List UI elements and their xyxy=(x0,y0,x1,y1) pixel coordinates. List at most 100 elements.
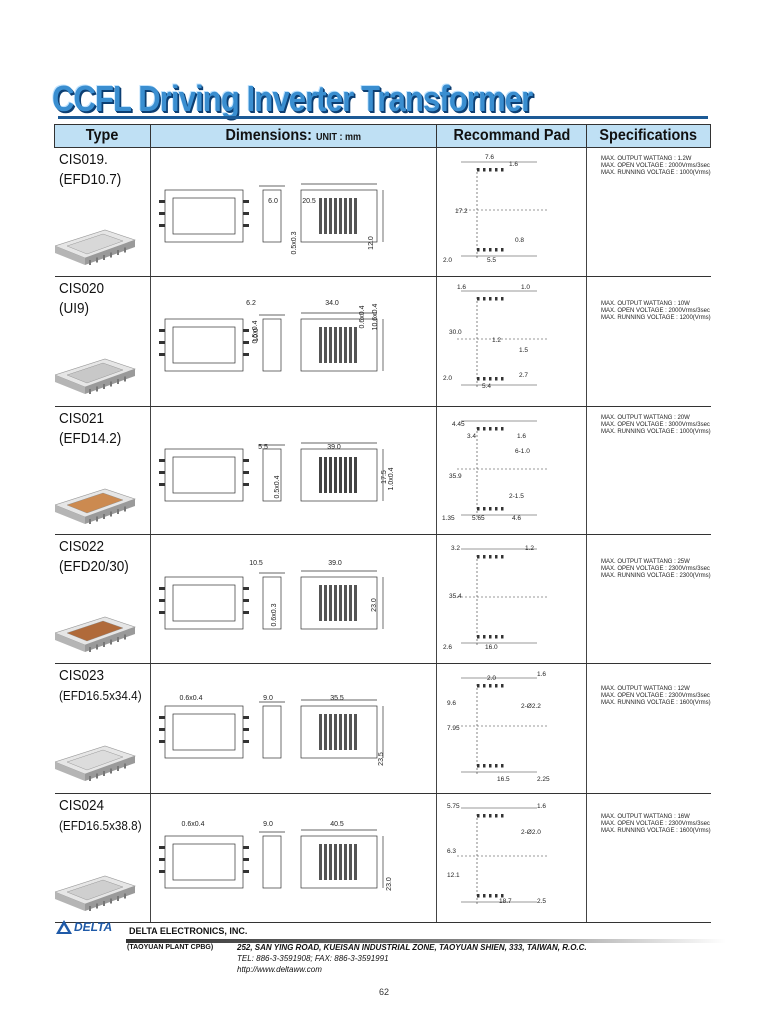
transformer-photo xyxy=(54,745,136,781)
pad-dimension-label: 18.7 xyxy=(499,898,512,905)
core-type: (EFD16.5x38.8) xyxy=(58,818,142,833)
pad-dimension-label: 2.0 xyxy=(443,375,452,382)
spec-line: MAX. RUNNING VOLTAGE : 1000(Vrms) xyxy=(601,170,711,176)
dimension-label: 0.5x0.4 xyxy=(252,320,259,343)
transformer-photo xyxy=(54,875,136,911)
page-number: 62 xyxy=(378,987,389,997)
spec-line: MAX. RUNNING VOLTAGE : 2300(Vrms) xyxy=(601,573,711,579)
dimension-label: 20.5 xyxy=(302,198,316,205)
dimension-label: 6.2 xyxy=(246,300,256,307)
dimension-label: 34.0 xyxy=(325,300,339,307)
pad-dimension-label: 5.65 xyxy=(472,515,485,522)
page-title: CCFL Driving Inverter Transformer xyxy=(52,78,533,119)
dimension-label: 9.0 xyxy=(263,821,273,828)
pad-dimension-label: 5.4 xyxy=(482,383,491,390)
pad-dimension-label: 5.5 xyxy=(487,257,496,264)
dimension-label: 0.6x0.3 xyxy=(271,603,278,626)
spec-line: MAX. OUTPUT WATTANG : 1.2W xyxy=(601,156,692,162)
dimension-label: 23.5 xyxy=(378,752,385,766)
dimension-label: 39.0 xyxy=(328,560,342,567)
pad-dimension-label: 0.8 xyxy=(515,237,524,244)
type-cell: CIS020(UI9) xyxy=(54,276,151,407)
dimension-drawing xyxy=(159,442,384,502)
company-address: 252, SAN YING ROAD, KUEISAN INDUSTRIAL Z… xyxy=(237,943,587,952)
dimension-label: 39.0 xyxy=(327,444,341,451)
core-type: (UI9) xyxy=(58,300,89,317)
core-type: (EFD16.5x34.4) xyxy=(58,688,142,703)
dimension-label: 17.5 xyxy=(381,470,388,484)
pad-layout xyxy=(457,420,547,517)
dimension-label: 9.0 xyxy=(263,695,273,702)
spec-line: MAX. OUTPUT WATTANG : 12W xyxy=(601,686,690,692)
dimension-label: 12.0 xyxy=(368,236,375,250)
transformer-photo xyxy=(54,358,136,394)
spec-line: MAX. RUNNING VOLTAGE : 1200(Vrms) xyxy=(601,315,711,321)
part-number: CIS024 xyxy=(58,797,104,814)
core-type: (EFD10.7) xyxy=(58,171,121,188)
delta-triangle-icon xyxy=(56,920,72,934)
dimension-label: 6.0 xyxy=(268,198,278,205)
photo-image xyxy=(54,875,136,911)
table-header-row: Type Dimensions: UNIT : mm Recommand Pad… xyxy=(54,124,711,148)
pad-dimension-label: 2-1.5 xyxy=(509,493,524,500)
pad-dimension-label: 7.6 xyxy=(485,154,494,161)
spec-line: MAX. OUTPUT WATTANG : 16W xyxy=(601,814,690,820)
pad-dimension-label: 1.6 xyxy=(537,803,546,810)
pad-dimension-label: 2-Ø2.0 xyxy=(521,829,541,836)
pad-layout xyxy=(457,161,547,258)
spec-line: MAX. RUNNING VOLTAGE : 1600(Vrms) xyxy=(601,700,711,706)
pad-dimension-label: 16.5 xyxy=(497,776,510,783)
pad-dimension-label: 1.6 xyxy=(517,433,526,440)
photo-image xyxy=(54,488,136,524)
photo-image xyxy=(54,616,136,652)
core-type: (EFD14.2) xyxy=(58,430,121,447)
type-cell: CIS022(EFD20/30) xyxy=(54,534,151,664)
pad-layout xyxy=(457,677,547,774)
pad-dimension-label: 1.2 xyxy=(492,337,501,344)
pad-dimension-label: 4.6 xyxy=(512,515,521,522)
part-number: CIS021 xyxy=(58,410,104,427)
photo-image xyxy=(54,358,136,394)
dimension-label: 10.6x0.4 xyxy=(372,303,379,330)
pad-dimension-label: 12.1 xyxy=(447,872,460,879)
pad-dimension-label: 2.7 xyxy=(519,372,528,379)
dimension-drawing xyxy=(159,312,384,372)
spec-line: MAX. OPEN VOLTAGE : 2000Vrms/3sec xyxy=(601,163,710,169)
pad-dimension-label: 17.2 xyxy=(455,208,468,215)
photo-image xyxy=(54,745,136,781)
pad-dimension-label: 1.5 xyxy=(519,347,528,354)
part-number: CIS022 xyxy=(58,538,104,555)
pad-dimension-label: 1.35 xyxy=(442,515,455,522)
pad-dimension-label: 16.0 xyxy=(485,644,498,651)
dimension-label: 23.0 xyxy=(386,877,393,891)
title-underline xyxy=(58,116,708,119)
